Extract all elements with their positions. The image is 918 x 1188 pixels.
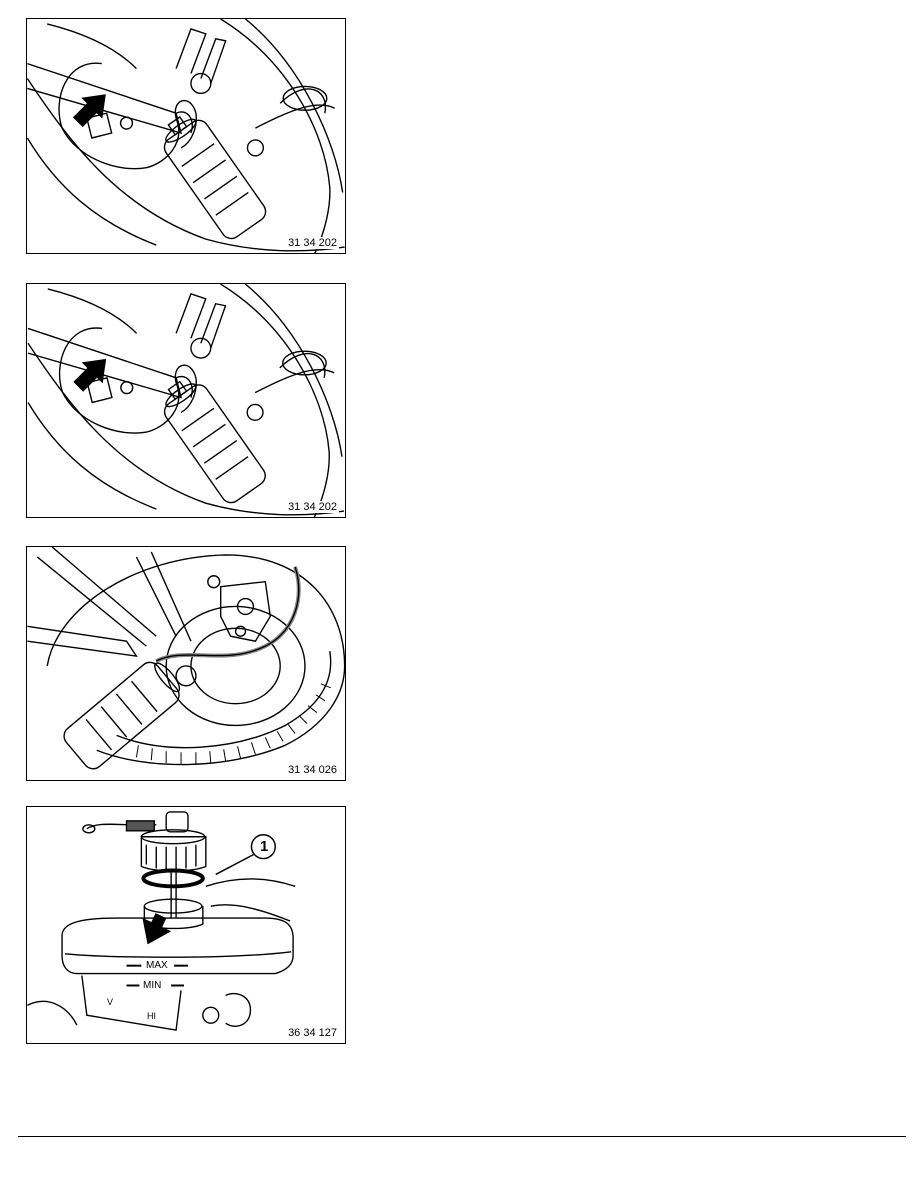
illustration-brake-fluid-reservoir — [27, 811, 296, 1031]
figure-code: 31 34 026 — [286, 764, 339, 776]
footer-divider — [18, 1136, 906, 1137]
min-level-label: MIN — [143, 980, 162, 991]
arrow-down-indicator-icon — [142, 913, 172, 945]
illustration-front-caliper-bleeder — [27, 547, 345, 770]
v-label: V — [107, 997, 114, 1007]
figure-3-brake-bleed-front: 31 34 026 — [26, 546, 346, 781]
callout-number: 1 — [260, 838, 269, 855]
figure-code: 31 34 202 — [286, 501, 339, 513]
max-level-label: MAX — [146, 960, 168, 971]
callout-1-marker — [215, 834, 276, 876]
arrow-indicator-icon — [72, 94, 106, 128]
illustration-rear-caliper-bleeder — [27, 284, 345, 517]
arrow-indicator-icon — [73, 358, 107, 392]
figure-2-brake-bleed-rear: 31 34 202 — [26, 283, 346, 518]
illustration-rear-caliper-bleeder — [27, 19, 345, 253]
figure-code: 31 34 202 — [286, 237, 339, 249]
figure-4-brake-fluid-reservoir: 1 MAX MIN V HI 36 34 127 — [26, 806, 346, 1044]
figure-code: 36 34 127 — [286, 1027, 339, 1039]
hi-label: HI — [147, 1011, 156, 1021]
figure-1-brake-bleed-rear: 31 34 202 — [26, 18, 346, 254]
